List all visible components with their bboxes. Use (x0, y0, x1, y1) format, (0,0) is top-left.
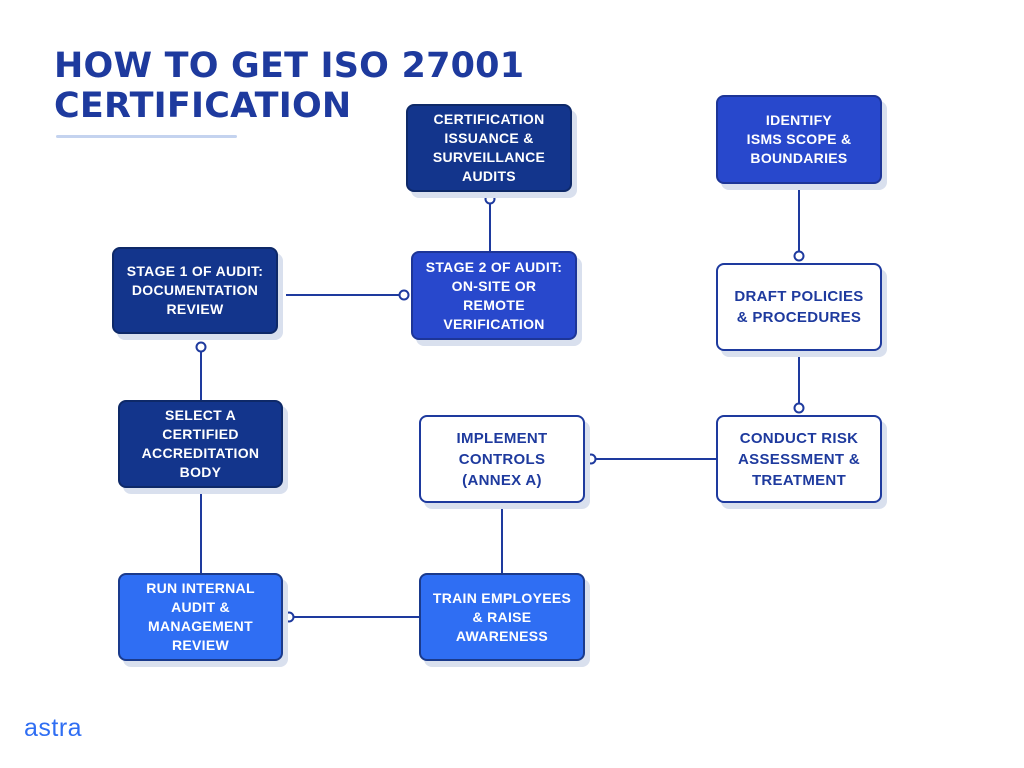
astra-logo: astra (24, 714, 83, 742)
connector-dot-stage2 (398, 289, 410, 301)
step-stage1-audit: STAGE 1 OF AUDIT: DOCUMENTATION REVIEW (112, 247, 278, 334)
step-identify-scope: IDENTIFY ISMS SCOPE & BOUNDARIES (716, 95, 882, 184)
connector-dot-draft (793, 250, 805, 262)
connector-dot-certification (484, 193, 496, 205)
connector-dot-internal-audit (283, 611, 295, 623)
step-train-employees: TRAIN EMPLOYEES & RAISE AWARENESS (419, 573, 585, 661)
step-stage2-audit: STAGE 2 OF AUDIT: ON-SITE OR REMOTE VERI… (411, 251, 577, 340)
connector-dot-implement (585, 453, 597, 465)
title-line-2: CERTIFICATION (54, 86, 352, 126)
step-certification-issuance: CERTIFICATION ISSUANCE & SURVEILLANCE AU… (406, 104, 572, 192)
step-conduct-risk-assessment: CONDUCT RISK ASSESSMENT & TREATMENT (716, 415, 882, 503)
page-title: HOW TO GET ISO 27001 CERTIFICATION (54, 46, 524, 126)
step-implement-controls: IMPLEMENT CONTROLS (ANNEX A) (419, 415, 585, 503)
title-line-1: HOW TO GET ISO 27001 (54, 46, 525, 86)
connector-dot-risk (793, 402, 805, 414)
connector-dot-stage1 (195, 341, 207, 353)
step-run-internal-audit: RUN INTERNAL AUDIT & MANAGEMENT REVIEW (118, 573, 283, 661)
step-draft-policies: DRAFT POLICIES & PROCEDURES (716, 263, 882, 351)
title-underline (56, 135, 237, 138)
step-select-accreditation-body: SELECT A CERTIFIED ACCREDITATION BODY (118, 400, 283, 488)
